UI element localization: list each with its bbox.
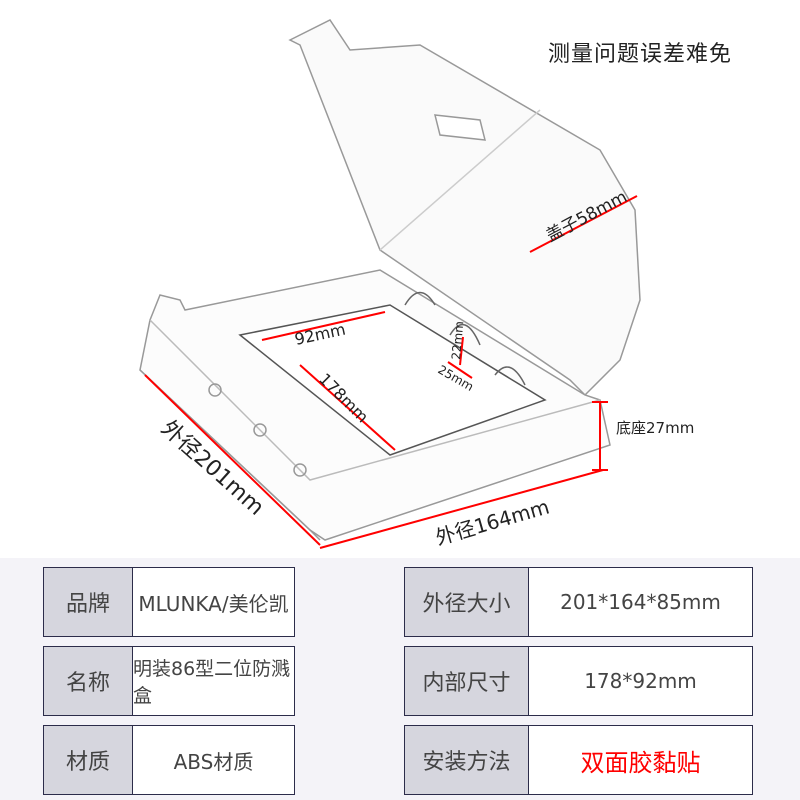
spec-material: 材质 ABS材质 xyxy=(43,725,295,795)
spec-label: 材质 xyxy=(44,726,133,794)
base-height-label: 底座27mm xyxy=(616,419,694,437)
spec-label: 名称 xyxy=(44,647,133,715)
spec-value: ABS材质 xyxy=(173,749,254,774)
spec-brand: 品牌 MLUNKA/美伦凯 xyxy=(43,567,295,637)
spec-inner-size: 内部尺寸 178*92mm xyxy=(404,646,753,716)
disclaimer-caption: 测量问题误差难免 xyxy=(548,42,733,67)
spec-value: MLUNKA/美伦凯 xyxy=(138,591,289,616)
spec-value: 178*92mm xyxy=(584,669,697,693)
spec-outer-size: 外径大小 201*164*85mm xyxy=(404,567,753,637)
dimension-lines xyxy=(144,195,638,549)
product-illustration: 盖子58mm 92mm 178mm 22mm 25mm 底座27mm 外径201… xyxy=(139,19,694,550)
spec-name: 名称 明装86型二位防溅盒 xyxy=(43,646,295,716)
spec-label: 安装方法 xyxy=(405,726,529,794)
notch-height-label: 22mm xyxy=(449,321,466,361)
spec-value: 双面胶黏贴 xyxy=(580,748,701,777)
spec-install: 安装方法 双面胶黏贴 xyxy=(404,725,753,795)
spec-label: 品牌 xyxy=(44,568,133,636)
spec-value: 明装86型二位防溅盒 xyxy=(133,658,291,707)
spec-label: 外径大小 xyxy=(405,568,529,636)
spec-value: 201*164*85mm xyxy=(560,590,721,614)
outer-width-label: 外径164mm xyxy=(433,494,552,549)
box-drawing xyxy=(139,19,641,541)
spec-label: 内部尺寸 xyxy=(405,647,529,715)
